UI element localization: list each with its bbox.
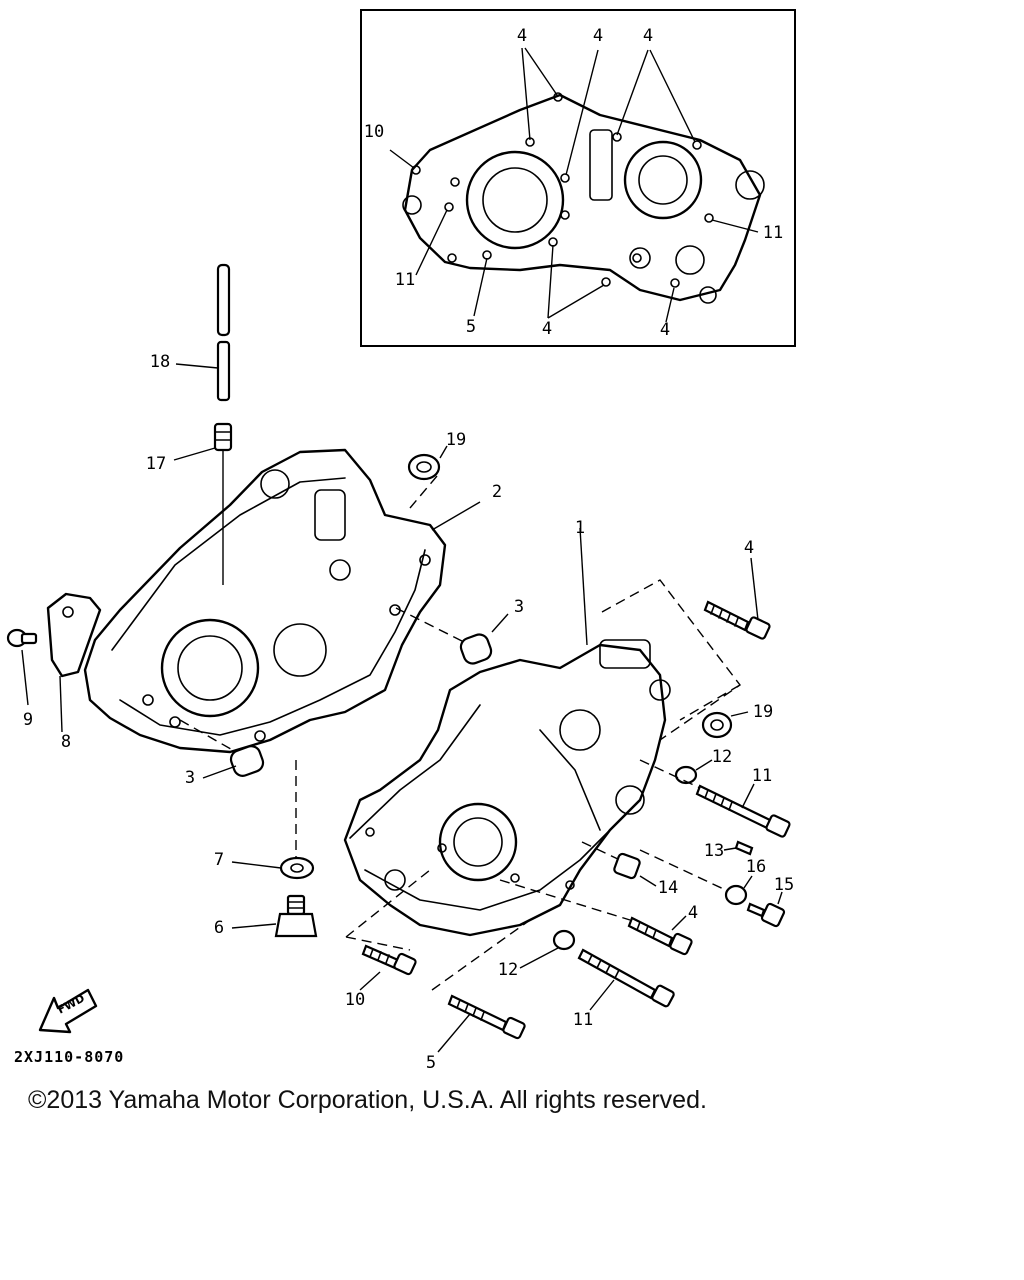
- callout-11b: 11: [573, 1010, 593, 1030]
- part-8-bracket: 8: [46, 592, 102, 752]
- callout-7: 7: [214, 850, 224, 870]
- callout-3a: 3: [514, 597, 524, 617]
- part-5-bolt: 5: [426, 919, 531, 1073]
- callout-2: 2: [492, 482, 502, 502]
- callout-inset-10: 10: [364, 122, 384, 142]
- part-3-dowel-lower: 3: [179, 719, 265, 788]
- fwd-arrow-icon: FWD: [38, 988, 98, 1034]
- part-18-tube: 18: [150, 263, 231, 402]
- part-16-washer: 16: [639, 849, 766, 906]
- callout-13: 13: [704, 841, 724, 861]
- part-19-seal-lower: 19: [701, 702, 773, 739]
- callout-inset-11a: 11: [395, 270, 415, 290]
- callout-inset-4c: 4: [643, 26, 653, 46]
- part-7-washer: 7: [214, 850, 315, 880]
- callout-8: 8: [61, 732, 71, 752]
- callout-19b: 19: [753, 702, 773, 722]
- callout-4b: 4: [688, 903, 698, 923]
- callout-17: 17: [146, 454, 166, 474]
- part-14-damper: 14: [581, 841, 678, 898]
- callout-inset-4b: 4: [593, 26, 603, 46]
- callout-9: 9: [23, 710, 33, 730]
- part-11-bolt-lower: 11: [573, 948, 675, 1030]
- callout-14: 14: [658, 878, 678, 898]
- part-2-crankcase-left: 2: [83, 448, 502, 754]
- part-10-bolt: 10: [345, 869, 431, 1010]
- callout-inset-11b: 11: [763, 223, 783, 243]
- callout-15: 15: [774, 875, 794, 895]
- part-3-dowel-upper: 3: [395, 597, 524, 665]
- callout-10: 10: [345, 990, 365, 1010]
- callout-19a: 19: [446, 430, 466, 450]
- callout-1: 1: [575, 518, 585, 538]
- callout-inset-4e: 4: [660, 320, 670, 340]
- part-15-bolt: 15: [746, 875, 794, 928]
- callout-inset-4d: 4: [542, 319, 552, 339]
- callout-11a: 11: [752, 766, 772, 786]
- callout-5: 5: [426, 1053, 436, 1073]
- part-6-drain-bolt: 6: [214, 894, 318, 938]
- part-19-seal-upper: 19: [407, 430, 466, 509]
- part-4-bolt-upper: 4: [601, 538, 771, 741]
- exploded-parts-diagram: 4 4 4 10 11 11 5 4 4 18 17: [6, 9, 796, 1073]
- diagram-code: 2XJ110-8070: [14, 1048, 125, 1066]
- callout-inset-5: 5: [466, 317, 476, 337]
- part-4-bolt-lower: 4: [499, 879, 698, 956]
- callout-inset-4a: 4: [517, 26, 527, 46]
- part-13-pin: 13: [704, 840, 754, 861]
- callout-12a: 12: [712, 747, 732, 767]
- callout-18: 18: [150, 352, 170, 372]
- copyright-notice: ©2013 Yamaha Motor Corporation, U.S.A. A…: [28, 1086, 707, 1114]
- callout-12b: 12: [498, 960, 518, 980]
- callout-3b: 3: [185, 768, 195, 788]
- part-12-washer-upper: 12: [674, 747, 732, 785]
- part-11-bolt-upper: 11: [639, 759, 791, 838]
- part-1-crankcase-right: 1: [343, 518, 671, 937]
- part-17-fitting: 17: [146, 422, 233, 474]
- part-12-washer-lower: 12: [498, 929, 576, 980]
- part-9-bolt: 9: [6, 628, 38, 730]
- callout-6: 6: [214, 918, 224, 938]
- fwd-label: FWD: [55, 992, 87, 1017]
- inset-view: 4 4 4 10 11 11 5 4 4: [360, 9, 796, 347]
- callout-4a: 4: [744, 538, 754, 558]
- callout-16: 16: [746, 857, 766, 877]
